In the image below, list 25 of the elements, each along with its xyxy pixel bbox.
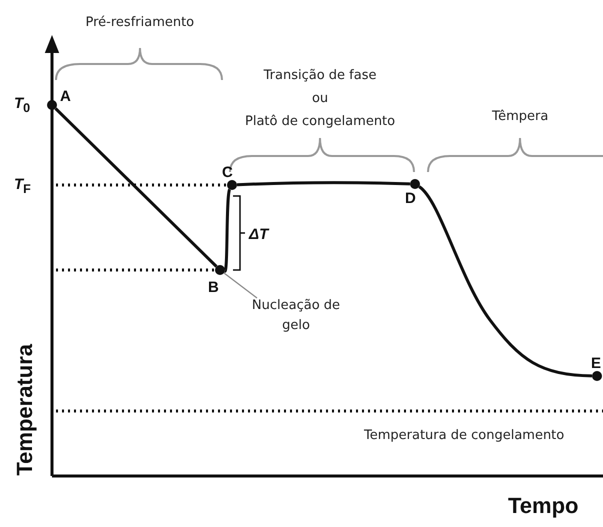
phase-label: Transição de fase ou Platô de congelamento <box>245 67 396 131</box>
axis-title: Tempo <box>508 493 578 519</box>
data-point <box>227 180 237 190</box>
point-label: B <box>208 279 219 297</box>
leader-line <box>224 272 258 298</box>
delta-label: ΔT <box>249 226 268 244</box>
axis-tick-label: T$_{F}$ <box>14 176 31 198</box>
phase-label: Pré-resfriamento <box>86 14 194 32</box>
point-label: C <box>222 164 233 182</box>
curve-segment <box>54 107 218 268</box>
curve-segment <box>418 186 592 378</box>
data-point <box>592 371 602 381</box>
axis-tick-label: T$_{0}$ <box>14 95 30 117</box>
point-label: E <box>591 355 602 373</box>
curve-segment <box>236 181 410 186</box>
point-label: D <box>405 190 416 208</box>
data-point <box>410 179 420 189</box>
phase-label: Têmpera <box>492 108 548 126</box>
data-point <box>215 265 225 275</box>
point-label: A <box>60 88 71 106</box>
data-point <box>47 100 57 110</box>
axis-title: Temperatura <box>16 344 34 476</box>
annotation-text: Nucleação de gelo <box>251 296 341 336</box>
curve-segment <box>224 189 232 272</box>
line-label: Temperatura de congelamento <box>364 427 564 445</box>
